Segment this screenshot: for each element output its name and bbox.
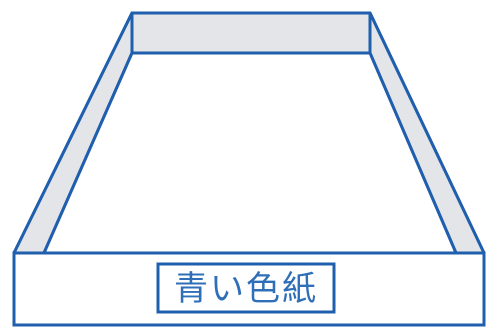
tray-label-text: 青い色紙 — [174, 269, 318, 309]
tray-back-wall — [130, 11, 372, 55]
tray-label-box — [156, 262, 336, 314]
